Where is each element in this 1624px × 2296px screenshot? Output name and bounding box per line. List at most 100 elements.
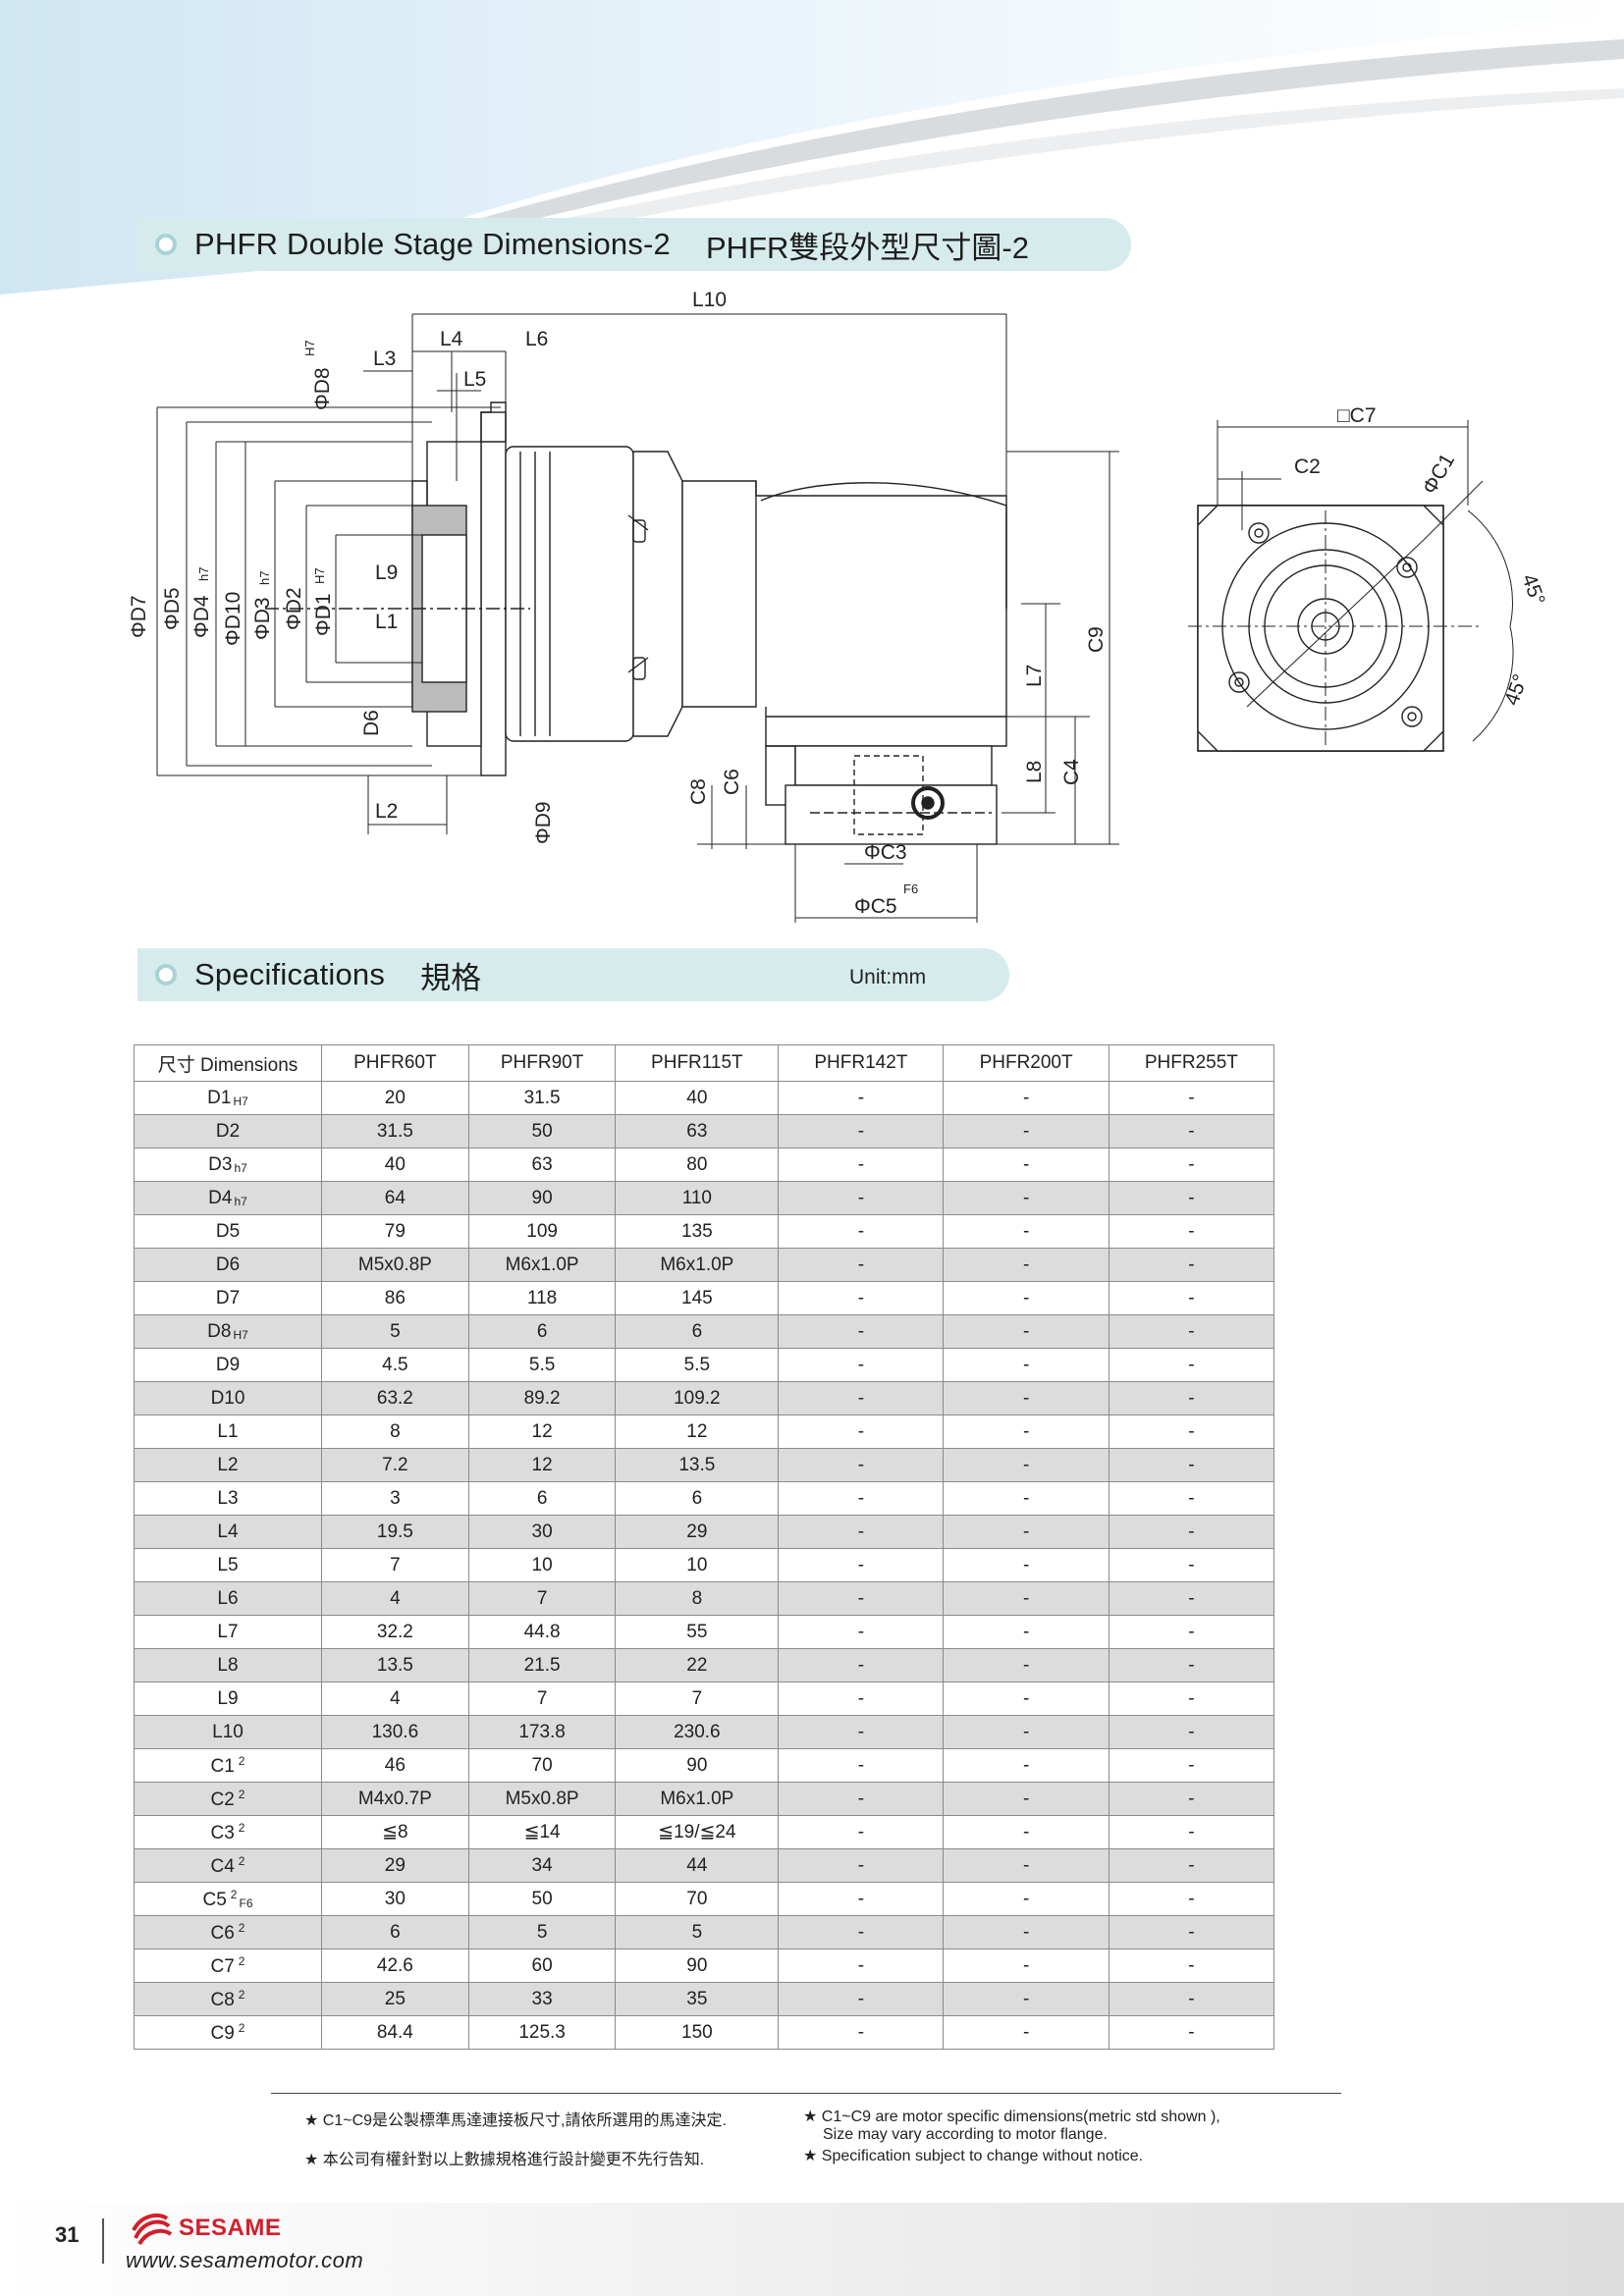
- dimension-name-cell: D6: [134, 1248, 322, 1282]
- label-C2: C2: [1294, 455, 1321, 478]
- label-D8: ΦD8: [311, 367, 334, 410]
- value-cell: 31.5: [467, 1081, 617, 1115]
- value-cell: -: [778, 1448, 945, 1482]
- section-title-zh: PHFR雙段外型尺寸圖-2: [706, 230, 1029, 265]
- dimension-footnote: 2: [238, 1820, 245, 1835]
- value-cell: -: [1108, 1815, 1275, 1849]
- dimension-name-cell: L1: [134, 1415, 322, 1449]
- label-C9: C9: [1085, 626, 1108, 653]
- value-cell: 118: [467, 1281, 617, 1315]
- value-cell: 63: [615, 1114, 780, 1148]
- value-cell: -: [778, 1615, 945, 1649]
- value-cell: -: [943, 1848, 1110, 1883]
- value-cell: 3: [321, 1481, 469, 1516]
- value-cell: -: [1108, 1314, 1275, 1349]
- header-cell: PHFR255T: [1108, 1044, 1275, 1082]
- label-L6: L6: [525, 328, 548, 350]
- dimension-footnote: 2: [230, 1887, 238, 1901]
- specifications-title-bar: Specifications 規格: [137, 948, 1009, 1001]
- dimension-name: D10: [210, 1387, 245, 1409]
- header-cell: PHFR60T: [321, 1044, 469, 1082]
- value-cell: 84.4: [321, 2015, 469, 2050]
- value-cell: -: [943, 1415, 1110, 1449]
- sesame-logo-icon: [132, 2213, 173, 2246]
- value-cell: 230.6: [615, 1715, 780, 1749]
- value-cell: 22: [615, 1648, 780, 1682]
- label-D1: ΦD1: [312, 593, 335, 636]
- value-cell: 90: [467, 1181, 617, 1215]
- value-cell: 55: [615, 1615, 780, 1649]
- dimension-name: D4: [208, 1187, 233, 1208]
- value-cell: 35: [615, 1982, 780, 2016]
- value-cell: 60: [467, 1949, 617, 1983]
- section-title-en: PHFR Double Stage Dimensions-2: [194, 227, 671, 261]
- note-en-2: ★ Specification subject to change withou…: [803, 2148, 1144, 2164]
- value-cell: 19.5: [321, 1515, 469, 1549]
- value-cell: 70: [467, 1748, 617, 1783]
- value-cell: -: [1108, 1515, 1275, 1549]
- value-cell: 6: [615, 1314, 780, 1349]
- label-angle-lower: 45°: [1500, 671, 1532, 709]
- dimension-footnote: 2: [238, 1753, 245, 1768]
- dimension-name-cell: L9: [134, 1682, 322, 1716]
- label-D7: ΦD7: [128, 595, 150, 638]
- value-cell: 5.5: [615, 1348, 780, 1382]
- label-C5: ΦC5: [854, 895, 897, 918]
- value-cell: 90: [615, 1949, 780, 1983]
- value-cell: 63.2: [321, 1381, 469, 1415]
- value-cell: -: [1108, 1848, 1275, 1883]
- dimension-name: D8: [207, 1320, 232, 1342]
- label-L4: L4: [440, 328, 463, 350]
- value-cell: 89.2: [467, 1381, 617, 1415]
- value-cell: 50: [467, 1114, 617, 1148]
- value-cell: 30: [321, 1882, 469, 1916]
- value-cell: 10: [615, 1548, 780, 1582]
- value-cell: 109: [467, 1214, 617, 1249]
- value-cell: -: [1108, 1181, 1275, 1215]
- value-cell: -: [1108, 2015, 1275, 2050]
- value-cell: -: [1108, 1448, 1275, 1482]
- page-number: 31: [55, 2222, 80, 2247]
- value-cell: 6: [321, 1915, 469, 1949]
- value-cell: ≦19/≦24: [615, 1815, 780, 1849]
- value-cell: -: [943, 1882, 1110, 1916]
- label-D8-tol: H7: [302, 340, 317, 356]
- value-cell: 5: [615, 1915, 780, 1949]
- value-cell: 135: [615, 1214, 780, 1249]
- value-cell: -: [943, 1715, 1110, 1749]
- value-cell: -: [943, 1314, 1110, 1349]
- value-cell: -: [778, 1949, 945, 1983]
- website-url[interactable]: www.sesamemotor.com: [126, 2248, 364, 2272]
- value-cell: -: [778, 1114, 945, 1148]
- value-cell: 90: [615, 1748, 780, 1783]
- value-cell: -: [943, 1648, 1110, 1682]
- value-cell: -: [778, 1148, 945, 1182]
- value-cell: M5x0.8P: [467, 1782, 617, 1816]
- label-L1: L1: [375, 611, 398, 633]
- side-view-drawing: L10 L4 L6 L3 L5 ΦD8 H7 ΦD7 ΦD5 ΦD4 h7 ΦD…: [128, 289, 1119, 923]
- value-cell: -: [1108, 1882, 1275, 1916]
- footer-divider: [102, 2218, 104, 2264]
- value-cell: 20: [321, 1081, 469, 1115]
- dimension-name: C6: [210, 1922, 235, 1944]
- value-cell: -: [943, 1248, 1110, 1282]
- specifications-title-en: Specifications: [194, 957, 386, 991]
- value-cell: -: [778, 2015, 945, 2050]
- value-cell: 79: [321, 1214, 469, 1249]
- value-cell: -: [778, 1348, 945, 1382]
- dimension-footnote: 2: [238, 1953, 245, 1968]
- value-cell: 70: [615, 1882, 780, 1916]
- dimension-name-cell: L2: [134, 1448, 322, 1482]
- dimension-name-cell: L4: [134, 1515, 322, 1549]
- value-cell: 44.8: [467, 1615, 617, 1649]
- value-cell: -: [943, 1448, 1110, 1482]
- value-cell: 4: [321, 1682, 469, 1716]
